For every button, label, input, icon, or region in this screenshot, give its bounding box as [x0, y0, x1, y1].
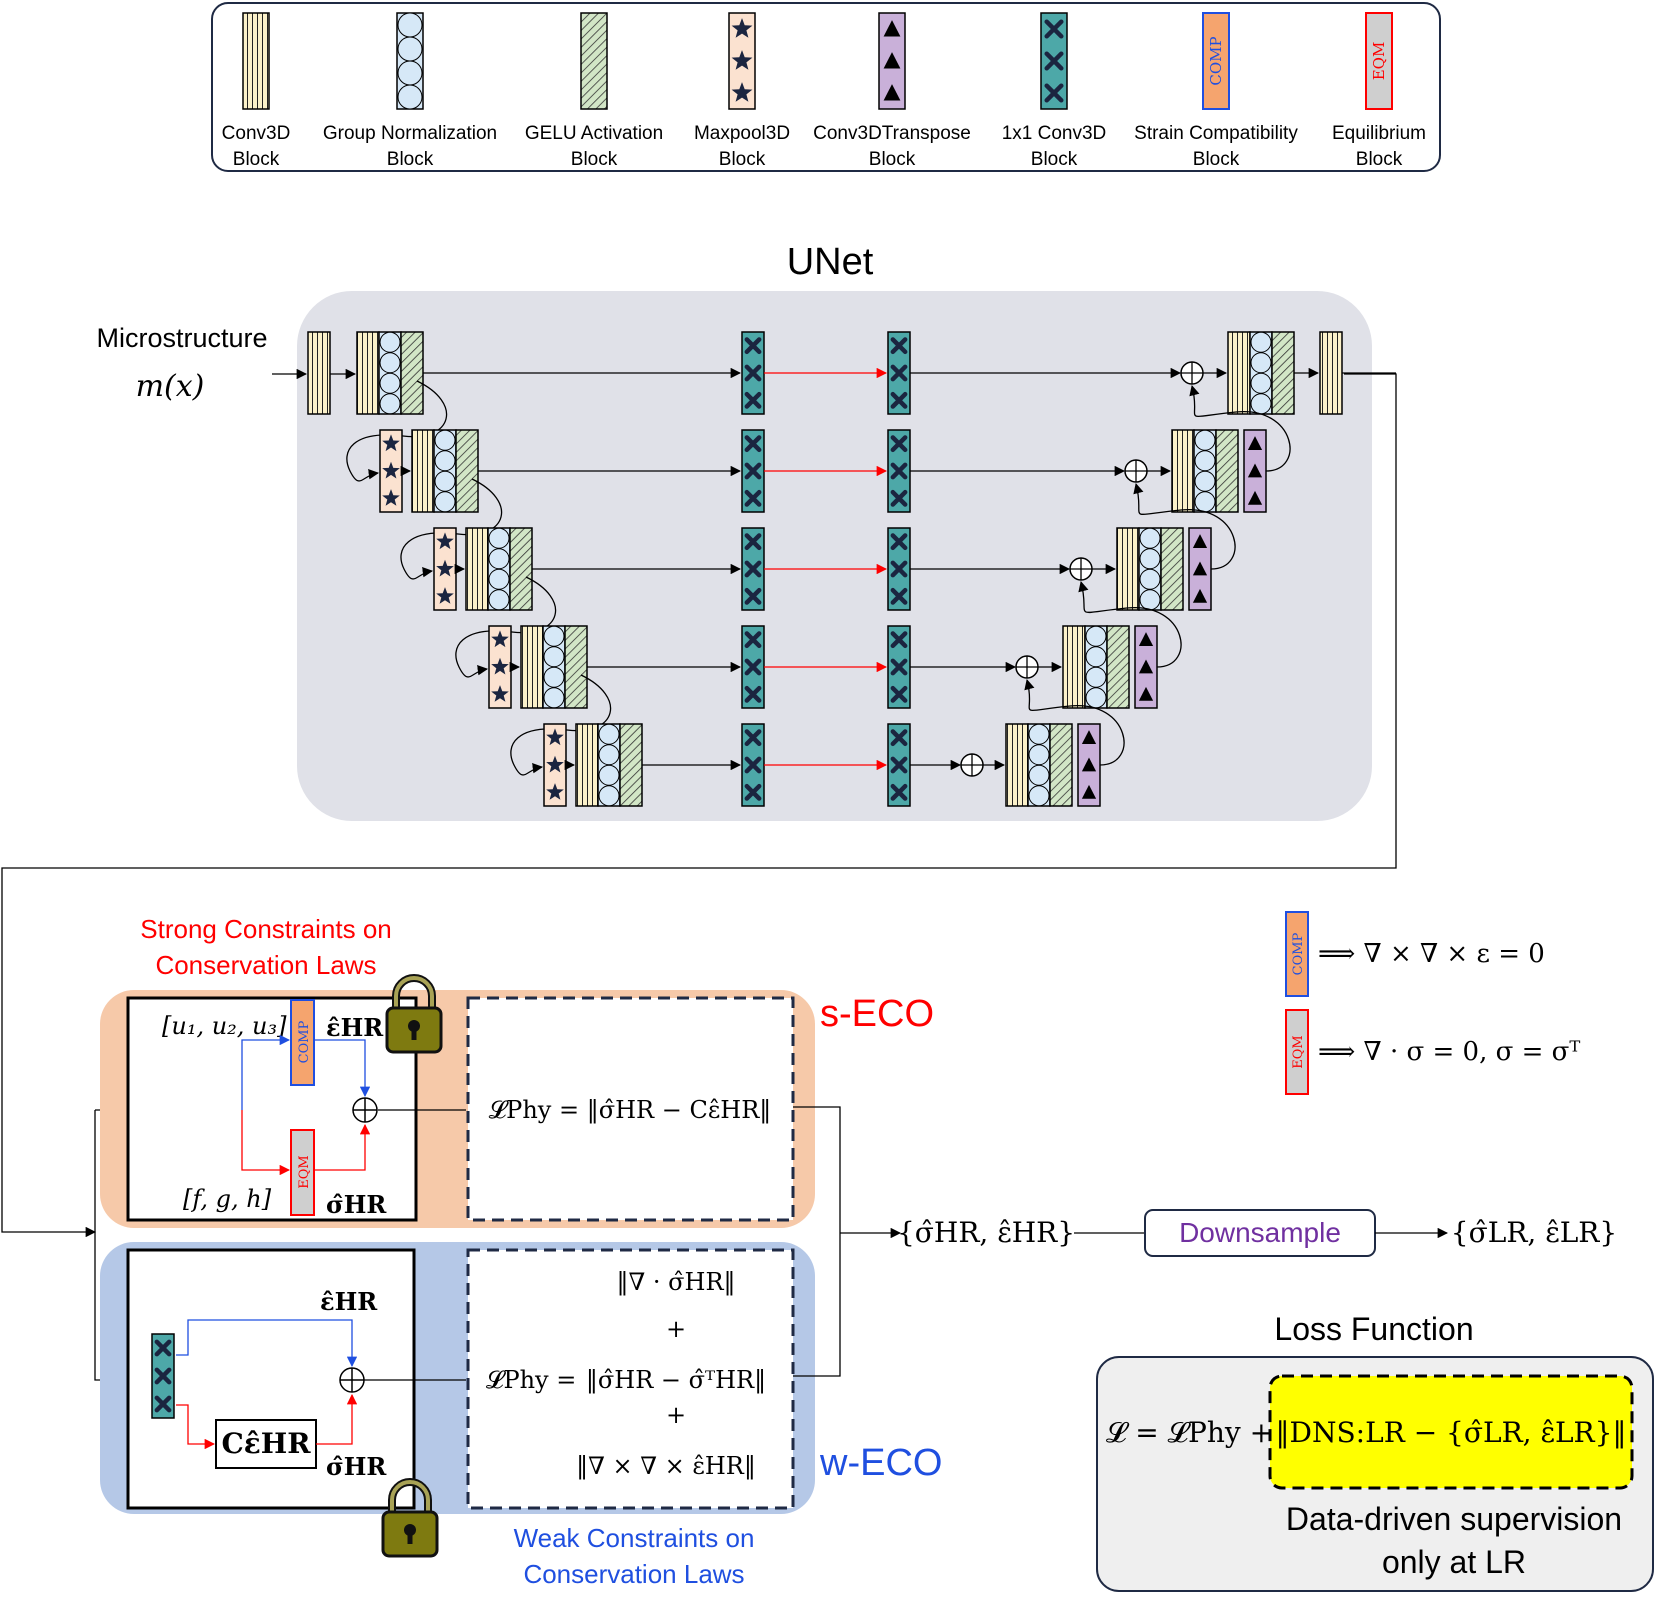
legend-label-6: 1x1 Conv3D: [1002, 123, 1107, 144]
legend-item-8: EQM: [1365, 12, 1393, 110]
svg-text:Block: Block: [1193, 149, 1240, 170]
w-eco-term2: ‖σ̂HR − σ̂ᵀHR‖: [586, 1366, 766, 1395]
constraint-definitions: COMP ⟹ ∇ × ∇ × ε = 0 EQM ⟹ ∇ · σ = 0, σ …: [1285, 911, 1580, 1095]
svg-text:Block: Block: [869, 149, 916, 170]
svg-text:Block: Block: [571, 149, 618, 170]
svg-text:Block: Block: [719, 149, 766, 170]
legend-label-7: Strain Compatibility: [1134, 123, 1298, 144]
input-math: m(x): [136, 369, 205, 404]
s-eco-comp-block: COMP: [290, 999, 315, 1086]
lr-output-set: {σ̂LR, ε̂LR}: [1451, 1216, 1617, 1249]
comp-definition-block: COMP: [1285, 911, 1309, 997]
s-eco-eps: ε̂HR: [326, 1013, 384, 1042]
legend-label-3: GELU Activation: [525, 123, 663, 144]
hr-output-set: {σ̂HR, ε̂HR}: [897, 1216, 1075, 1249]
legend-item-4: [728, 12, 756, 110]
legend-item-1: [242, 12, 270, 110]
w-eco-loss-prefix: 𝓛Phy =: [486, 1366, 576, 1394]
loss-function-title: Loss Function: [1274, 1311, 1473, 1347]
s-eco-lock-icon: [385, 974, 443, 1054]
s-eco-loss: 𝓛Phy = ‖σ̂HR − Cε̂HR‖: [489, 1096, 772, 1125]
svg-text:COMP: COMP: [1291, 932, 1306, 975]
legend-label-1: Conv3D: [222, 123, 291, 144]
loss-data-term: ‖DNS:LR − {σ̂LR, ε̂LR}‖: [1276, 1416, 1627, 1449]
legend-label-5: Conv3DTranspose: [813, 123, 971, 144]
svg-text:Block: Block: [1356, 149, 1403, 170]
w-eco-caption-line1: Weak Constraints on: [514, 1523, 755, 1553]
s-eco-caption-line1: Strong Constraints on: [140, 914, 391, 944]
eqm-equation: ⟹ ∇ · σ = 0, σ = σᵀ: [1318, 1037, 1580, 1067]
legend-item-7: COMP: [1202, 12, 1230, 110]
w-eco-plus1: +: [666, 1315, 686, 1343]
loss-prefix: 𝓛 = 𝓛Phy +: [1106, 1416, 1273, 1449]
s-eco-caption-line2: Conservation Laws: [155, 950, 376, 980]
s-eco-module: Strong Constraints on Conservation Laws …: [100, 914, 934, 1233]
w-eco-sum: [339, 1367, 365, 1393]
w-eco-caption-line2: Conservation Laws: [523, 1559, 744, 1589]
legend-label-4: Maxpool3D: [694, 123, 790, 144]
w-eco-lock-icon: [381, 1478, 439, 1558]
svg-text:EQM: EQM: [1370, 42, 1388, 81]
svg-text:Block: Block: [1031, 149, 1078, 170]
w-eco-term3: ‖∇ × ∇ × ε̂HR‖: [576, 1452, 756, 1481]
legend-item-3: [580, 12, 608, 110]
s-eco-body-force: [f, g, h]: [183, 1185, 272, 1213]
w-eco-module: w-ECO ε̂HR σ̂HR Cε̂HR 𝓛Phy = ‖∇ · σ̂HR‖ …: [100, 1233, 942, 1589]
w-eco-term1: ‖∇ · σ̂HR‖: [616, 1268, 735, 1297]
legend: COMP EQM Conv3D Block Group NormalizationBl…: [211, 2, 1441, 172]
loss-note-line2: only at LR: [1382, 1544, 1526, 1580]
legend-label-2: Group Normalization: [323, 123, 497, 144]
svg-text:COMP: COMP: [1207, 36, 1225, 85]
output-chain: {σ̂HR, ε̂HR} Downsample {σ̂LR, ε̂LR}: [840, 1209, 1617, 1257]
s-eco-disp-vector: [u₁, u₂, u₃]: [162, 1012, 287, 1040]
w-eco-sigma: σ̂HR: [326, 1452, 387, 1481]
w-eco-c-eps: Cε̂HR: [221, 1427, 311, 1460]
w-eco-eps: ε̂HR: [320, 1287, 378, 1316]
svg-text:COMP: COMP: [297, 1020, 312, 1063]
legend-item-6: [1040, 12, 1068, 110]
svg-text:Block: Block: [387, 149, 434, 170]
s-eco-sigma: σ̂HR: [326, 1190, 387, 1219]
w-eco-label: w-ECO: [819, 1442, 942, 1484]
comp-equation: ⟹ ∇ × ∇ × ε = 0: [1318, 939, 1545, 969]
s-eco-label: s-ECO: [820, 993, 934, 1035]
unet-title: UNet: [787, 241, 874, 283]
unet-body: [272, 331, 1396, 807]
svg-text:EQM: EQM: [297, 1155, 312, 1188]
eqm-definition-block: EQM: [1285, 1009, 1309, 1095]
svg-text:Block: Block: [233, 149, 280, 170]
input-label: Microstructure: [96, 323, 267, 353]
legend-item-2: [396, 12, 424, 110]
loss-function-panel: Loss Function 𝓛 = 𝓛Phy + ‖DNS:LR − {σ̂LR…: [1096, 1311, 1654, 1592]
legend-label-8: Equilibrium: [1332, 123, 1426, 144]
loss-note-line1: Data-driven supervision: [1286, 1501, 1622, 1537]
s-eco-sum: [352, 1097, 378, 1123]
s-eco-eqm-block: EQM: [290, 1129, 315, 1216]
svg-text:EQM: EQM: [1291, 1035, 1306, 1068]
legend-item-5: [878, 12, 906, 110]
w-eco-plus2: +: [666, 1401, 686, 1429]
downsample-label: Downsample: [1179, 1217, 1341, 1248]
